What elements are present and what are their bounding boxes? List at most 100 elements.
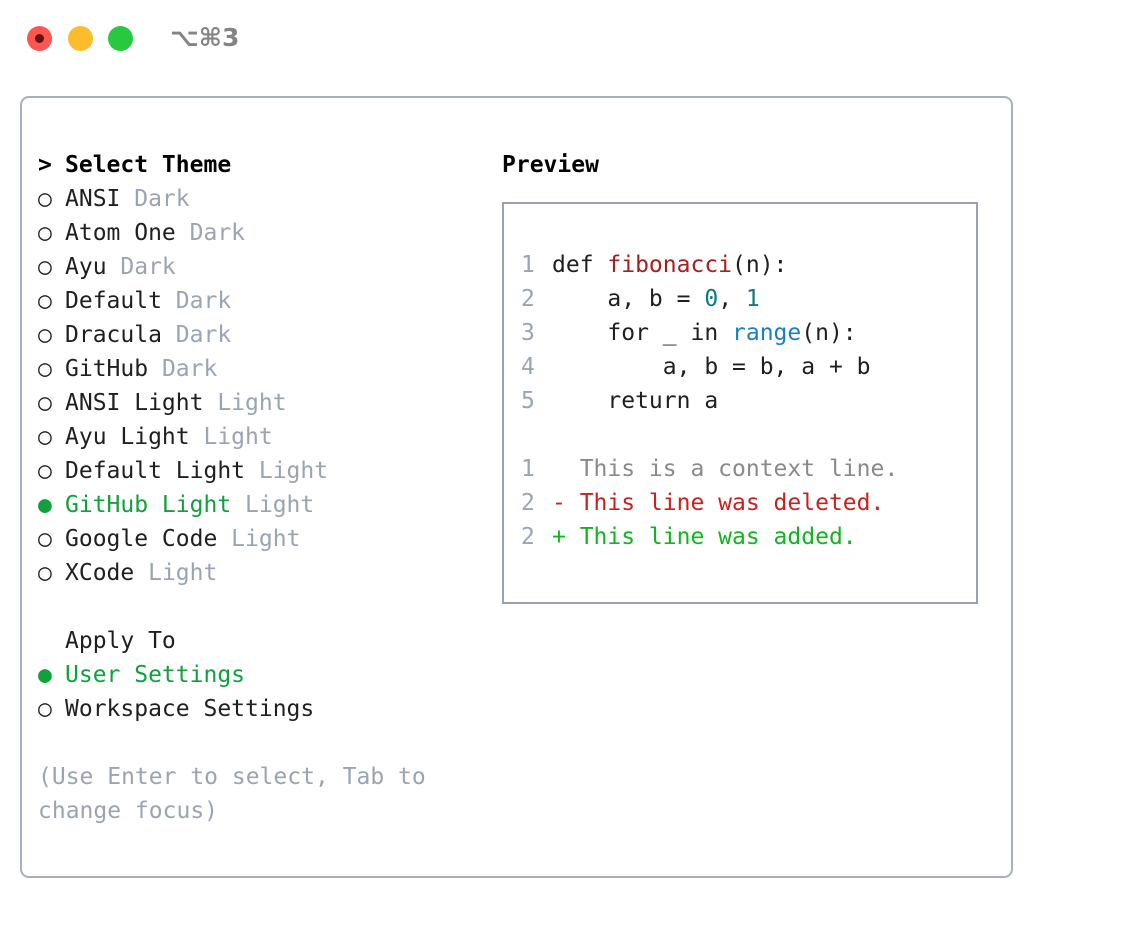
theme-list-item[interactable]: ○ ANSI Light Light — [38, 386, 478, 420]
code-line-number: 5 — [521, 388, 535, 414]
theme-list-item[interactable]: ○ Ayu Dark — [38, 250, 478, 284]
code-line: 2 a, b = 0, 1 — [521, 282, 976, 316]
theme-list-item-tag: Dark — [106, 254, 176, 280]
code-token: 1 — [745, 286, 760, 312]
theme-list-item[interactable]: ● GitHub Light Light — [38, 488, 478, 522]
diff-line-text: This is a context line. — [552, 456, 899, 482]
theme-list-item[interactable]: ○ GitHub Dark — [38, 352, 478, 386]
keyboard-shortcut-label: ⌥⌘3 — [170, 23, 240, 52]
theme-list-item-label: Dracula — [65, 322, 162, 348]
theme-list: ○ ANSI Dark○ Atom One Dark○ Ayu Dark○ De… — [38, 182, 478, 590]
code-line: 4 a, b = b, a + b — [521, 350, 976, 384]
apply-to-list: ● User Settings○ Workspace Settings — [38, 658, 478, 726]
theme-picker-header: > Select Theme — [38, 148, 478, 182]
theme-list-item-tag: Dark — [175, 220, 246, 246]
radio-unselected-icon[interactable]: ○ — [38, 186, 66, 212]
theme-list-item[interactable]: ○ Dracula Dark — [38, 318, 478, 352]
code-token: a, b = — [552, 286, 705, 312]
keyboard-hint: (Use Enter to select, Tab to change focu… — [38, 764, 440, 824]
code-line-number: 2 — [521, 286, 535, 312]
radio-unselected-icon[interactable]: ○ — [38, 560, 66, 586]
code-token: range — [732, 320, 802, 346]
section-spacer — [38, 590, 478, 624]
minimize-button-icon[interactable] — [68, 26, 93, 51]
radio-unselected-icon[interactable]: ○ — [38, 458, 66, 484]
theme-list-item[interactable]: ○ ANSI Dark — [38, 182, 478, 216]
theme-list-item[interactable]: ○ Google Code Light — [38, 522, 478, 556]
theme-list-item[interactable]: ○ Atom One Dark — [38, 216, 478, 250]
radio-unselected-icon[interactable]: ○ — [38, 390, 66, 416]
record-indicator-icon — [35, 34, 44, 43]
apply-to-header-label: Apply To — [65, 628, 176, 654]
theme-list-item[interactable]: ○ XCode Light — [38, 556, 478, 590]
diff-line: 2+ This line was added. — [521, 520, 976, 554]
radio-unselected-icon[interactable]: ○ — [38, 424, 66, 450]
diff-line: 1 This is a context line. — [521, 452, 976, 486]
theme-list-item-label: Ayu Light — [65, 424, 190, 450]
code-token: (n): — [732, 252, 788, 278]
radio-unselected-icon[interactable]: ○ — [38, 288, 66, 314]
code-token: (n): — [801, 320, 857, 346]
theme-picker-header-label: Select Theme — [65, 152, 232, 178]
code-line-number: 1 — [521, 252, 535, 278]
radio-unselected-icon[interactable]: ○ — [38, 356, 66, 382]
theme-list-item-tag: Dark — [161, 322, 232, 348]
theme-list-item-tag: Light — [203, 390, 287, 416]
radio-unselected-icon[interactable]: ○ — [38, 696, 66, 722]
radio-selected-icon[interactable]: ● — [38, 492, 66, 518]
theme-list-item-label: GitHub Light — [65, 492, 232, 518]
diff-sample: 1 This is a context line. 2 - This line wa… — [521, 452, 976, 554]
theme-list-item-tag: Light — [134, 560, 218, 586]
apply-to-item-label: User Settings — [65, 662, 246, 688]
theme-list-item-tag: Dark — [148, 356, 218, 382]
radio-unselected-icon[interactable]: ○ — [38, 220, 66, 246]
preview-title: Preview — [502, 152, 599, 178]
theme-list-item-label: Google Code — [65, 526, 218, 552]
radio-unselected-icon[interactable]: ○ — [38, 526, 66, 552]
selection-caret-icon: > — [38, 152, 66, 178]
theme-list-item-label: XCode — [65, 560, 135, 586]
code-line-number: 4 — [521, 354, 535, 380]
code-diff-spacer — [521, 418, 976, 452]
theme-list-item-tag: Dark — [120, 186, 190, 212]
code-token: fibonacci — [607, 252, 733, 278]
apply-to-header: Apply To — [38, 624, 478, 658]
theme-list-item-tag: Dark — [161, 288, 232, 314]
theme-list-item-label: Default — [65, 288, 162, 314]
diff-line: 2 - This line was deleted. — [521, 486, 976, 520]
diff-line-text: - This line was deleted. — [552, 490, 885, 516]
theme-list-item[interactable]: ○ Ayu Light Light — [38, 420, 478, 454]
theme-list-item-tag: Light — [217, 526, 301, 552]
theme-list-item[interactable]: ○ Default Dark — [38, 284, 478, 318]
apply-to-item[interactable]: ● User Settings — [38, 658, 478, 692]
code-token: for _ in — [552, 320, 733, 346]
diff-line-number: 2 — [521, 524, 535, 550]
code-line: 3 for _ in range(n): — [521, 316, 976, 350]
code-line: 5 return a — [521, 384, 976, 418]
theme-list-item-label: ANSI — [65, 186, 121, 212]
apply-to-header-indent — [38, 624, 65, 658]
code-token: return a — [552, 388, 719, 414]
code-token: def — [552, 252, 608, 278]
zoom-button-icon[interactable] — [108, 26, 133, 51]
theme-list-item-label: ANSI Light — [65, 390, 204, 416]
code-token: 0 — [704, 286, 719, 312]
apply-to-item[interactable]: ○ Workspace Settings — [38, 692, 478, 726]
diff-line-number: 1 — [521, 456, 535, 482]
code-token: a, b = b, a + b — [552, 354, 871, 380]
radio-unselected-icon[interactable]: ○ — [38, 322, 66, 348]
radio-unselected-icon[interactable]: ○ — [38, 254, 66, 280]
theme-list-item[interactable]: ○ Default Light Light — [38, 454, 478, 488]
code-line: 1 def fibonacci(n): — [521, 248, 976, 282]
radio-selected-icon[interactable]: ● — [38, 662, 66, 688]
title-bar: ⌥⌘3 — [0, 0, 1140, 76]
theme-list-item-label: GitHub — [65, 356, 149, 382]
diff-line-number: 2 — [521, 490, 535, 516]
apply-to-item-label: Workspace Settings — [65, 696, 315, 722]
theme-list-item-label: Atom One — [65, 220, 176, 246]
theme-list-item-tag: Light — [231, 492, 315, 518]
